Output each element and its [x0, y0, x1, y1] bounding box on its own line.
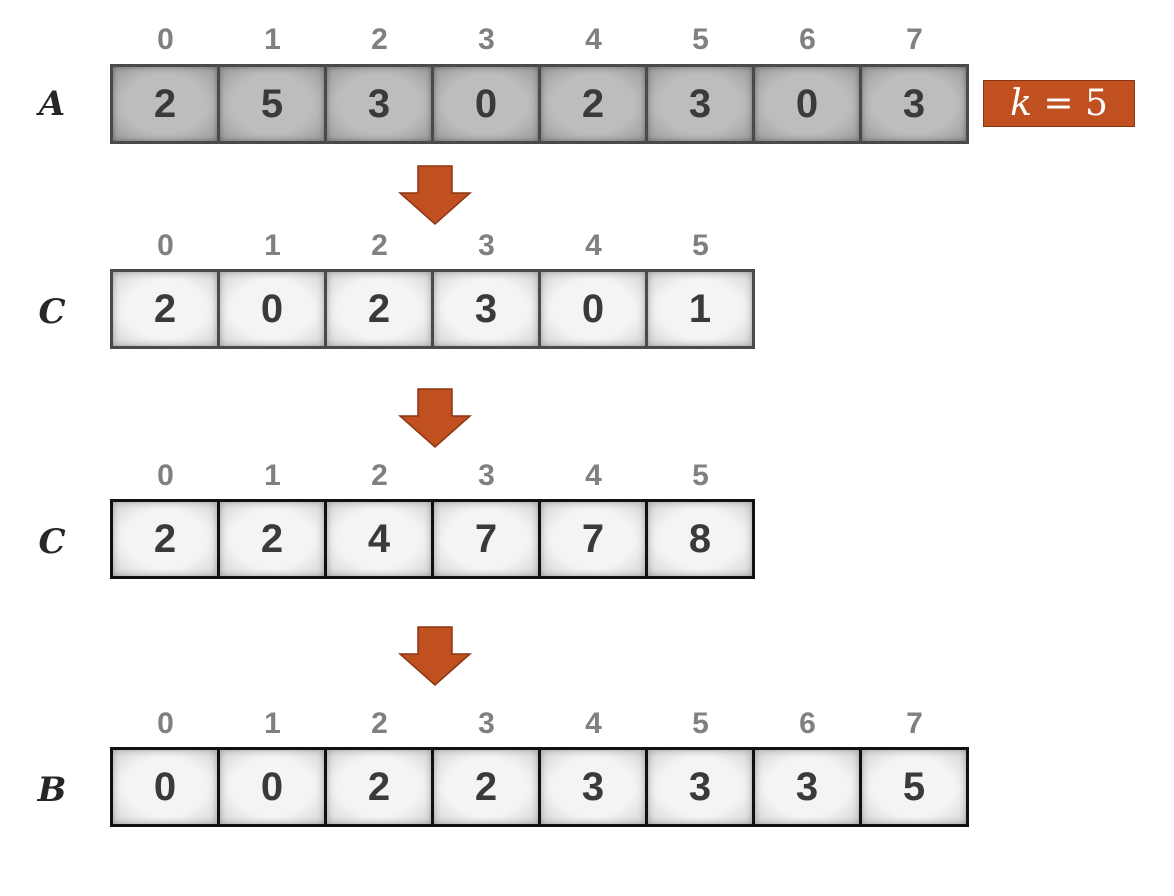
down-arrow-icon: [398, 388, 472, 448]
index-label: 1: [264, 707, 281, 740]
index-label: 3: [478, 23, 495, 56]
array-c-counts-cells: 2 0 2 3 0 1: [110, 269, 755, 349]
array-cell: 7: [541, 502, 645, 576]
array-cell: 0: [220, 272, 324, 346]
array-c-cumulative-label: C: [38, 522, 66, 562]
array-cell: 3: [327, 67, 431, 141]
array-a-cells: 2 5 3 0 2 3 0 3: [110, 64, 969, 144]
k-value-box: k = 5: [983, 80, 1135, 127]
array-cell: 2: [113, 67, 217, 141]
array-c-counts-label: C: [38, 292, 66, 332]
index-label: 7: [906, 707, 923, 740]
index-label: 0: [157, 459, 174, 492]
array-cell: 5: [220, 67, 324, 141]
array-c-cumulative-cells: 2 2 4 7 7 8: [110, 499, 755, 579]
array-cell: 2: [113, 272, 217, 346]
array-cell: 3: [648, 750, 752, 824]
array-cell: 2: [541, 67, 645, 141]
array-a-label: A: [38, 84, 66, 124]
index-label: 0: [157, 707, 174, 740]
index-label: 5: [692, 23, 709, 56]
array-cell: 2: [113, 502, 217, 576]
index-label: 0: [157, 229, 174, 262]
k-equals-value: = 5: [1031, 83, 1108, 124]
array-c-counts-indices: 0 1 2 3 4 5: [112, 228, 754, 264]
index-label: 2: [371, 229, 388, 262]
array-cell: 3: [755, 750, 859, 824]
down-arrow-icon: [398, 165, 472, 225]
array-cell: 2: [327, 272, 431, 346]
index-label: 3: [478, 229, 495, 262]
index-label: 1: [264, 459, 281, 492]
index-label: 1: [264, 229, 281, 262]
index-label: 1: [264, 23, 281, 56]
array-cell: 4: [327, 502, 431, 576]
index-label: 4: [585, 459, 602, 492]
index-label: 4: [585, 707, 602, 740]
index-label: 3: [478, 459, 495, 492]
array-cell: 7: [434, 502, 538, 576]
index-label: 7: [906, 23, 923, 56]
array-cell: 2: [327, 750, 431, 824]
array-b-indices: 0 1 2 3 4 5 6 7: [112, 706, 968, 742]
array-cell: 0: [113, 750, 217, 824]
index-label: 2: [371, 459, 388, 492]
array-cell: 0: [220, 750, 324, 824]
array-c-cumulative-indices: 0 1 2 3 4 5: [112, 458, 754, 494]
index-label: 6: [799, 23, 816, 56]
array-cell: 3: [541, 750, 645, 824]
array-a-indices: 0 1 2 3 4 5 6 7: [112, 22, 968, 58]
array-b-label: B: [37, 770, 67, 810]
index-label: 5: [692, 459, 709, 492]
array-cell: 2: [220, 502, 324, 576]
index-label: 6: [799, 707, 816, 740]
array-cell: 3: [434, 272, 538, 346]
array-cell: 0: [541, 272, 645, 346]
array-cell: 8: [648, 502, 752, 576]
index-label: 3: [478, 707, 495, 740]
index-label: 2: [371, 23, 388, 56]
index-label: 5: [692, 707, 709, 740]
index-label: 4: [585, 229, 602, 262]
array-cell: 2: [434, 750, 538, 824]
index-label: 0: [157, 23, 174, 56]
index-label: 5: [692, 229, 709, 262]
array-cell: 3: [862, 67, 966, 141]
array-b-cells: 0 0 2 2 3 3 3 5: [110, 747, 969, 827]
array-cell: 1: [648, 272, 752, 346]
array-cell: 3: [648, 67, 752, 141]
k-variable: k: [1010, 83, 1032, 124]
array-cell: 0: [755, 67, 859, 141]
array-cell: 5: [862, 750, 966, 824]
array-cell: 0: [434, 67, 538, 141]
index-label: 2: [371, 707, 388, 740]
down-arrow-icon: [398, 626, 472, 686]
index-label: 4: [585, 23, 602, 56]
